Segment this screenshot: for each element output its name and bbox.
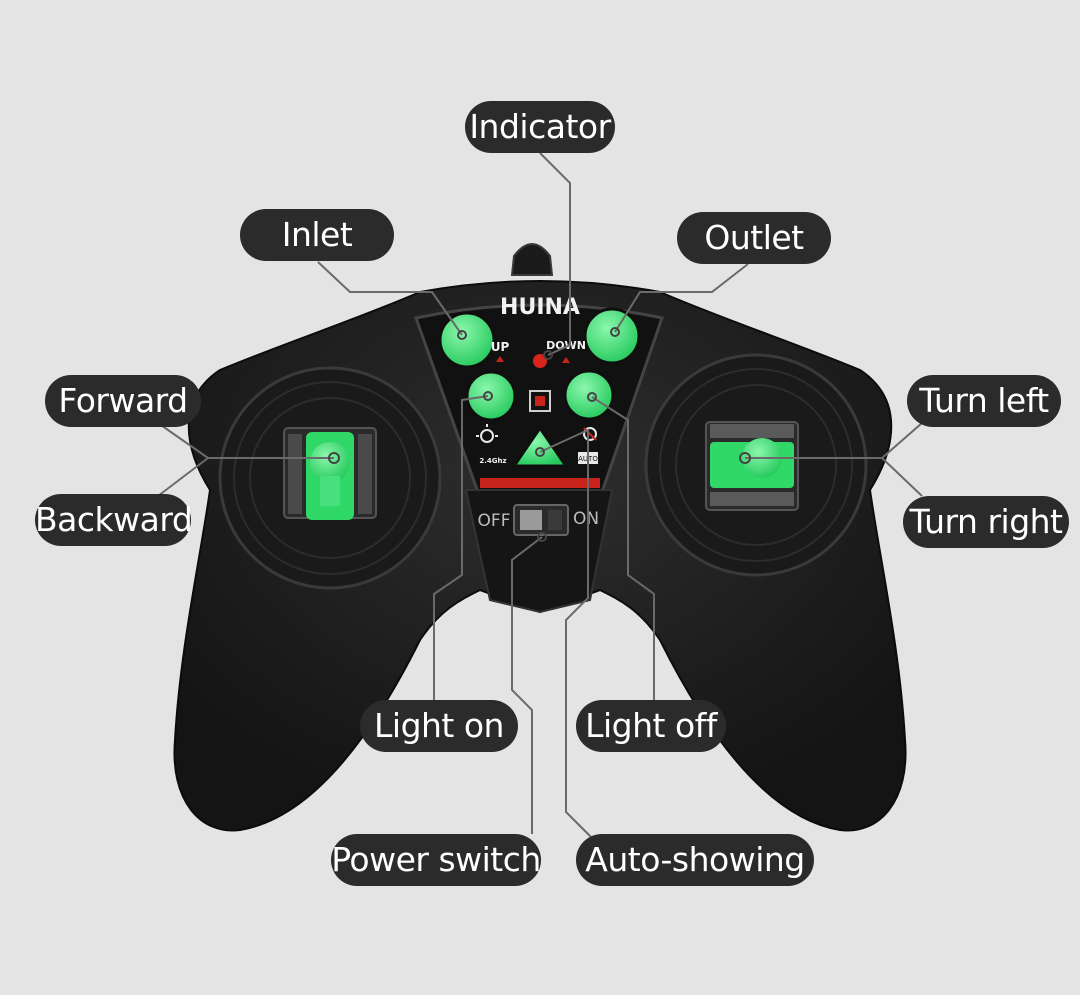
- indicator-label: Indicator: [465, 101, 615, 153]
- light-on-label: Light on: [360, 700, 518, 752]
- leader-power-switch: [511, 536, 543, 834]
- inlet-button: [438, 311, 496, 369]
- turn-right-label: Turn right: [903, 496, 1069, 548]
- bulb-on-icon: [476, 424, 498, 443]
- off-text: OFF: [478, 511, 511, 531]
- backward-label: Backward: [35, 494, 193, 546]
- light-off-label: Light off: [576, 700, 726, 752]
- power-switch-label: Power switch: [331, 834, 541, 886]
- frequency-text: 2.4Ghz: [479, 457, 506, 465]
- right-stick-well: [644, 353, 868, 577]
- chip-icon: [529, 390, 551, 412]
- forward-label: Forward: [45, 375, 201, 427]
- leader-auto-showing: [539, 428, 595, 841]
- on-text: ON: [573, 509, 599, 529]
- up-text: UP: [491, 340, 510, 354]
- antenna: [510, 243, 554, 276]
- leader-light-off: [591, 396, 655, 705]
- power-switch[interactable]: [513, 504, 569, 536]
- leader-inlet: [317, 261, 463, 336]
- turn-left-label: Turn left: [907, 375, 1061, 427]
- outlet-label: Outlet: [677, 212, 831, 264]
- leader-outlet: [614, 263, 749, 333]
- leader-backward: [157, 457, 209, 497]
- inlet-label: Inlet: [240, 209, 394, 261]
- leader-light-on: [433, 395, 489, 705]
- leader-turn-right: [881, 457, 923, 497]
- indicator-led: [533, 354, 547, 368]
- down-text: DOWN: [546, 339, 586, 352]
- leader-indicator: [539, 152, 571, 356]
- brand-logo: HUINA: [500, 295, 580, 320]
- left-stick-well: [218, 366, 442, 590]
- auto-showing-label: Auto-showing: [576, 834, 814, 886]
